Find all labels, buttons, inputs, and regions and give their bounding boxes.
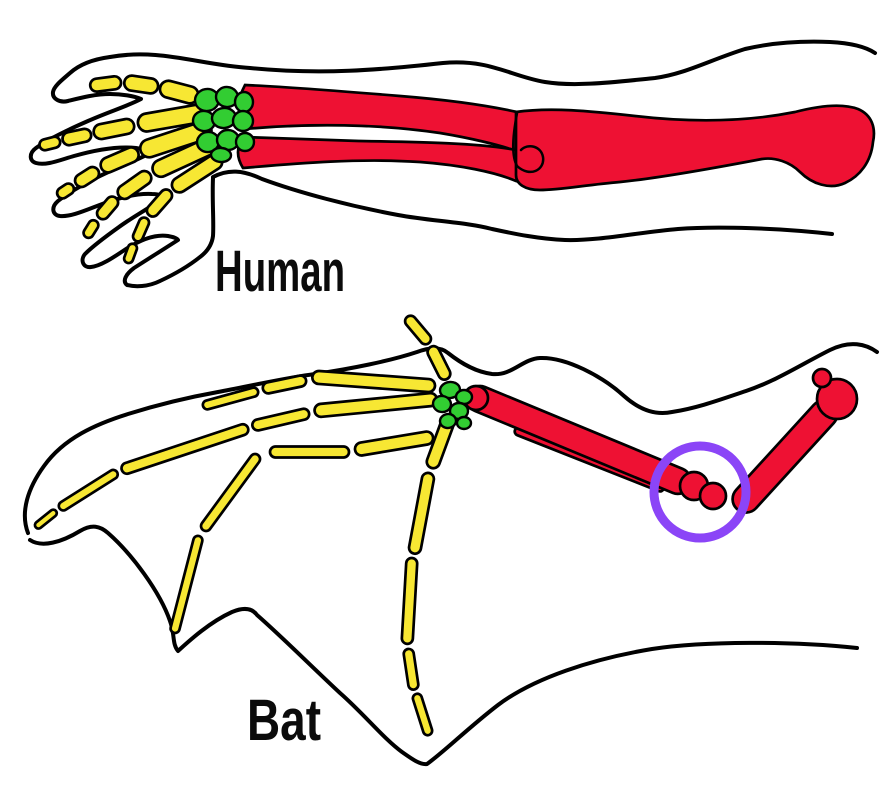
carpal-bone	[438, 412, 458, 430]
index-phalanx-bone	[38, 135, 62, 152]
carpal-bone	[233, 90, 255, 114]
carpal-bone	[438, 380, 462, 400]
carpal-bone	[234, 131, 256, 153]
carpal-bone	[455, 415, 473, 431]
bat-digit3-bone	[313, 391, 439, 419]
bat-digit4-bone	[353, 430, 435, 457]
pinky-phalanx-bone	[145, 188, 174, 218]
pinky-phalanx-bone	[122, 242, 139, 265]
bat-digit4-bone	[169, 534, 204, 635]
bat-finger-bones	[33, 314, 455, 737]
bat-wing-trailing-edge-contour	[28, 524, 859, 767]
bat-digit5-bone	[402, 647, 420, 691]
bat-arm-bones	[462, 367, 859, 514]
bat-shoulder-bump	[811, 367, 833, 389]
bat-shoulder-head	[815, 377, 859, 421]
thumb-metacarpal-bone	[158, 79, 200, 105]
bat-digit3-bone	[251, 407, 311, 432]
bat-label: Bat	[247, 688, 321, 753]
middle-phalanx-bone	[55, 182, 76, 200]
human-arm-bones	[236, 83, 876, 192]
human-arm-bottom-contour	[211, 169, 834, 243]
bat-digit5-bone	[400, 556, 419, 646]
bat-digit5-bone	[411, 692, 434, 737]
ring-phalanx-bone	[82, 218, 100, 240]
bat-thumb-bone	[403, 314, 433, 346]
bat-digit4-bone	[199, 452, 262, 533]
bat-digit3-bone	[33, 508, 59, 530]
elbow-joint-line	[512, 111, 545, 174]
bat-wing-leading-edge-contour	[22, 342, 879, 535]
human-hand-outline	[28, 55, 216, 289]
bat-digit3-bone	[57, 468, 120, 512]
human-carpal-bones	[191, 85, 256, 164]
human-humerus-bone	[514, 104, 876, 192]
thumb-phalanx-bone	[88, 74, 123, 94]
human-arm-figure: Human	[28, 39, 877, 304]
bat-digit2-bone	[310, 369, 437, 394]
bat-digit4-bone	[268, 445, 351, 459]
bat-carpal-bones	[431, 380, 474, 431]
index-phalanx-bone	[61, 127, 93, 147]
bat-digit5-bone	[407, 471, 436, 556]
bat-elbow-joint-knob	[698, 481, 728, 511]
human-label: Human	[215, 239, 345, 304]
bat-thumb-bone	[426, 344, 452, 381]
thumb-phalanx-bone	[122, 74, 160, 95]
ring-phalanx-bone	[116, 169, 153, 201]
middle-phalanx-bone	[99, 146, 140, 174]
middle-phalanx-bone	[73, 165, 101, 189]
human-finger-bones	[38, 74, 224, 265]
ring-phalanx-bone	[95, 195, 120, 221]
index-phalanx-bone	[92, 117, 136, 141]
bat-wing-figure: Bat	[22, 314, 879, 767]
carpal-bone	[231, 109, 255, 133]
pinky-phalanx-bone	[131, 216, 151, 243]
carpal-bone	[209, 146, 233, 164]
bat-digit2-bone	[201, 386, 260, 411]
bat-digit3-bone	[120, 422, 250, 476]
elbow-highlight-circle	[649, 441, 751, 543]
bat-digit2-bone	[261, 374, 308, 395]
human-arm-top-contour	[108, 39, 877, 87]
